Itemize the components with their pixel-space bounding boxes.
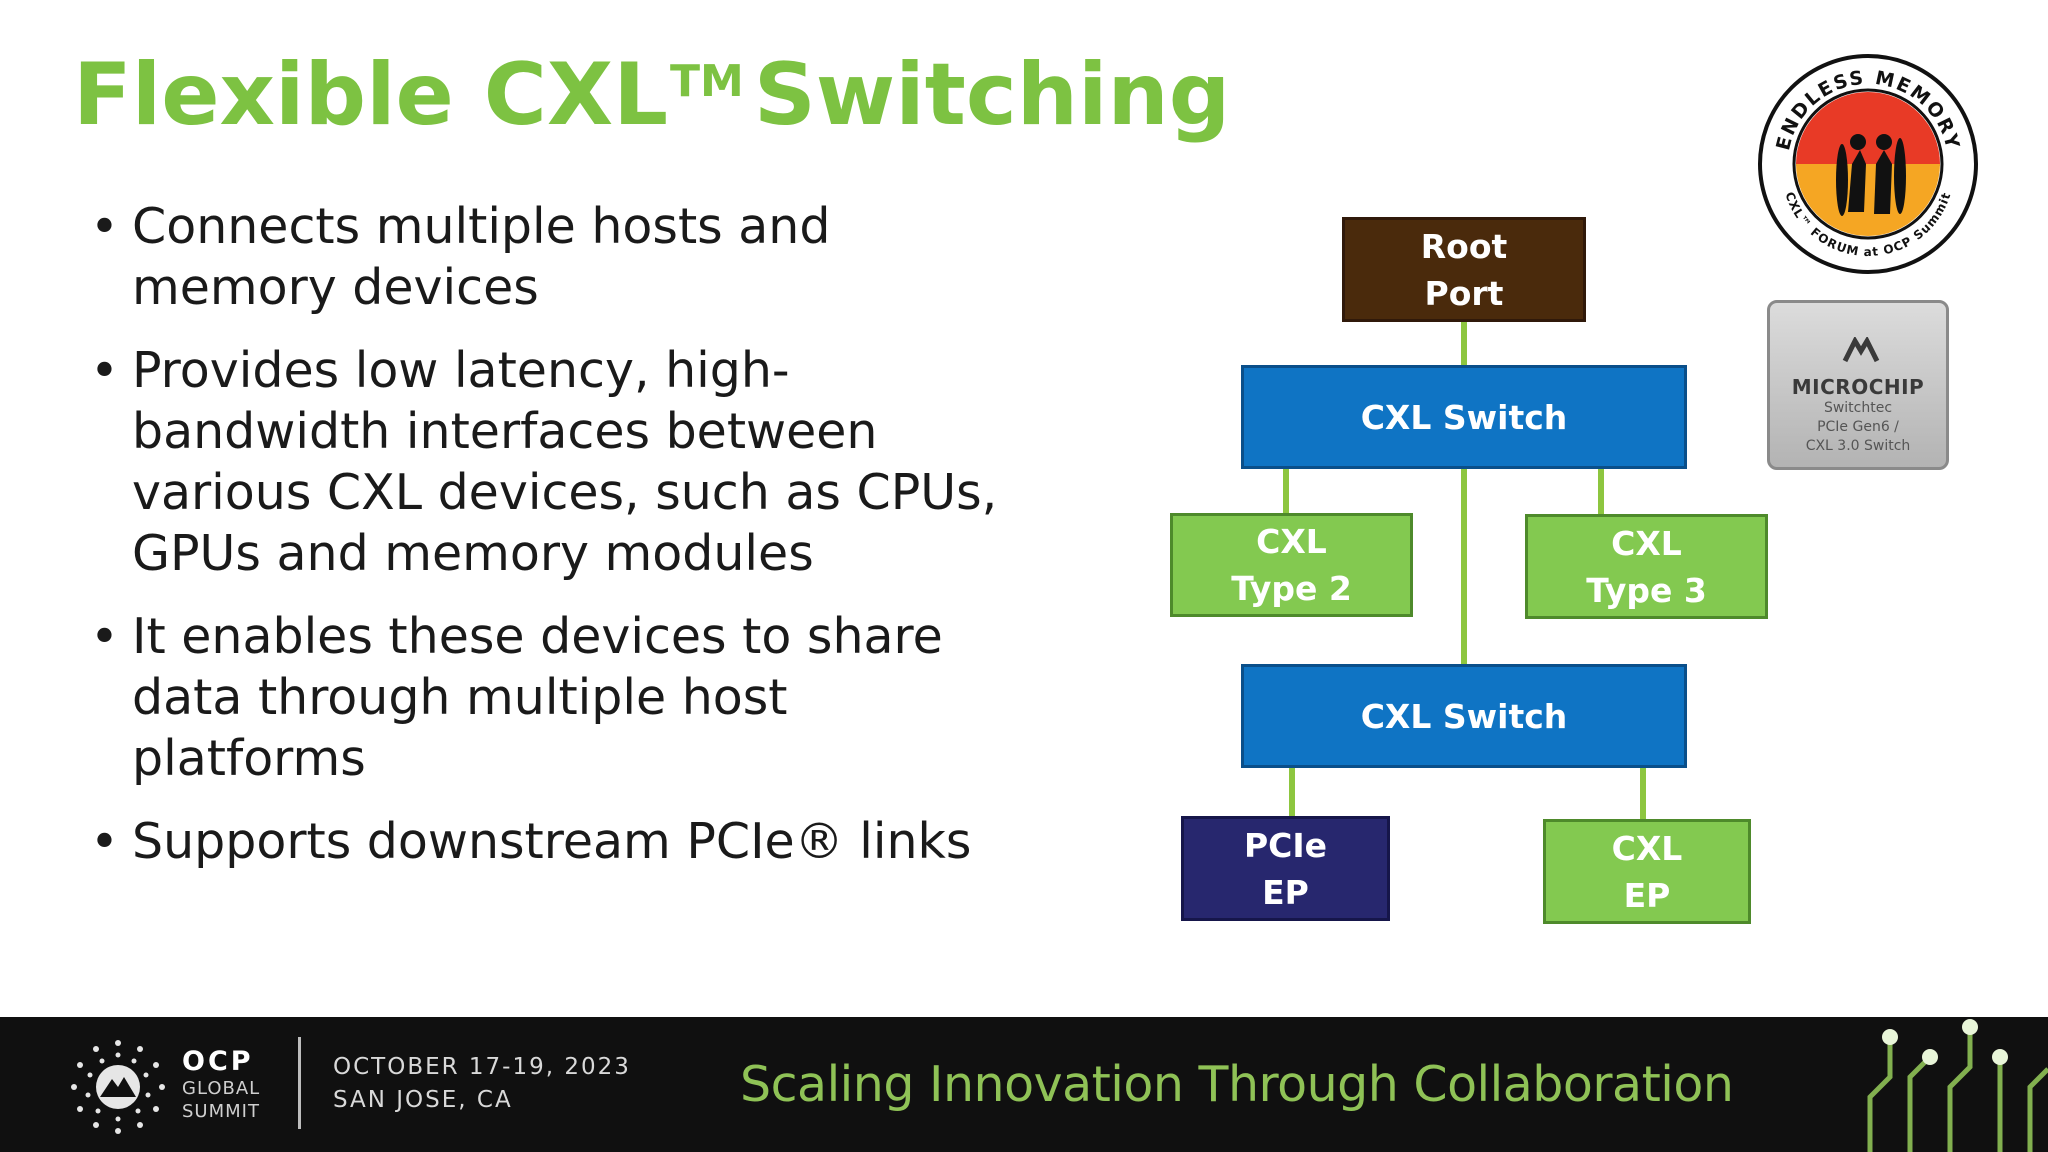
bullet-text: Connects multiple hosts and memory devic…: [132, 198, 831, 316]
ocp-org-sub: GLOBAL SUMMIT: [182, 1078, 261, 1122]
bullet-item: •Supports downstream PCIe® links: [90, 811, 1010, 872]
footer-divider: [298, 1037, 301, 1129]
event-dates: OCTOBER 17-19, 2023: [333, 1054, 631, 1080]
cxl-type2-box: CXL Type 2: [1170, 513, 1413, 617]
chip-brand: MICROCHIP: [1791, 375, 1925, 399]
footer-banner: OCP GLOBAL SUMMIT OCTOBER 17-19, 2023 SA…: [0, 1017, 2048, 1152]
event-info: OCTOBER 17-19, 2023 SAN JOSE, CA: [333, 1051, 631, 1117]
event-location: SAN JOSE, CA: [333, 1087, 513, 1113]
bullet-dot-icon: •: [90, 813, 119, 870]
ocp-org-name: OCP: [182, 1046, 254, 1077]
bullet-dot-icon: •: [90, 608, 119, 665]
title-main: Flexible CXL: [73, 45, 669, 145]
cxl-switch-top-box: CXL Switch: [1241, 365, 1687, 469]
microchip-switchtec-chip: MICROCHIP Switchtec PCIe Gen6 / CXL 3.0 …: [1767, 300, 1949, 470]
ocp-summit-logo-icon: [71, 1040, 165, 1134]
circuit-decoration-icon: [1867, 1019, 2048, 1152]
bullet-text: It enables these devices to share data t…: [132, 608, 943, 787]
bullet-item: •Provides low latency, high-bandwidth in…: [90, 340, 1010, 584]
bullet-item: •Connects multiple hosts and memory devi…: [90, 196, 1010, 318]
cxl-ep-box: CXL EP: [1543, 819, 1751, 924]
root-port-box: Root Port: [1342, 217, 1586, 322]
pcie-ep-box: PCIe EP: [1181, 816, 1390, 921]
bullet-text: Provides low latency, high-bandwidth int…: [132, 342, 998, 582]
bullet-list: •Connects multiple hosts and memory devi…: [90, 196, 1010, 894]
bullet-item: •It enables these devices to share data …: [90, 606, 1010, 789]
chip-line: PCIe Gen6 /: [1817, 419, 1899, 435]
cxl-switch-bottom-box: CXL Switch: [1241, 664, 1687, 768]
bullet-text: Supports downstream PCIe® links: [132, 813, 972, 870]
bullet-dot-icon: •: [90, 342, 119, 399]
endless-memory-badge: ENDLESS MEMORY CXL™ FORUM at OCP Summit: [1758, 54, 1978, 274]
microchip-logo-icon: [1842, 337, 1880, 363]
chip-line: Switchtec: [1823, 400, 1893, 416]
chip-line: CXL 3.0 Switch: [1805, 438, 1911, 454]
title-end: Switching: [753, 45, 1231, 145]
bullet-dot-icon: •: [90, 198, 119, 255]
footer-tagline: Scaling Innovation Through Collaboration: [740, 1056, 1734, 1113]
trademark-mark: TM: [670, 56, 744, 107]
cxl-type3-box: CXL Type 3: [1525, 514, 1768, 619]
